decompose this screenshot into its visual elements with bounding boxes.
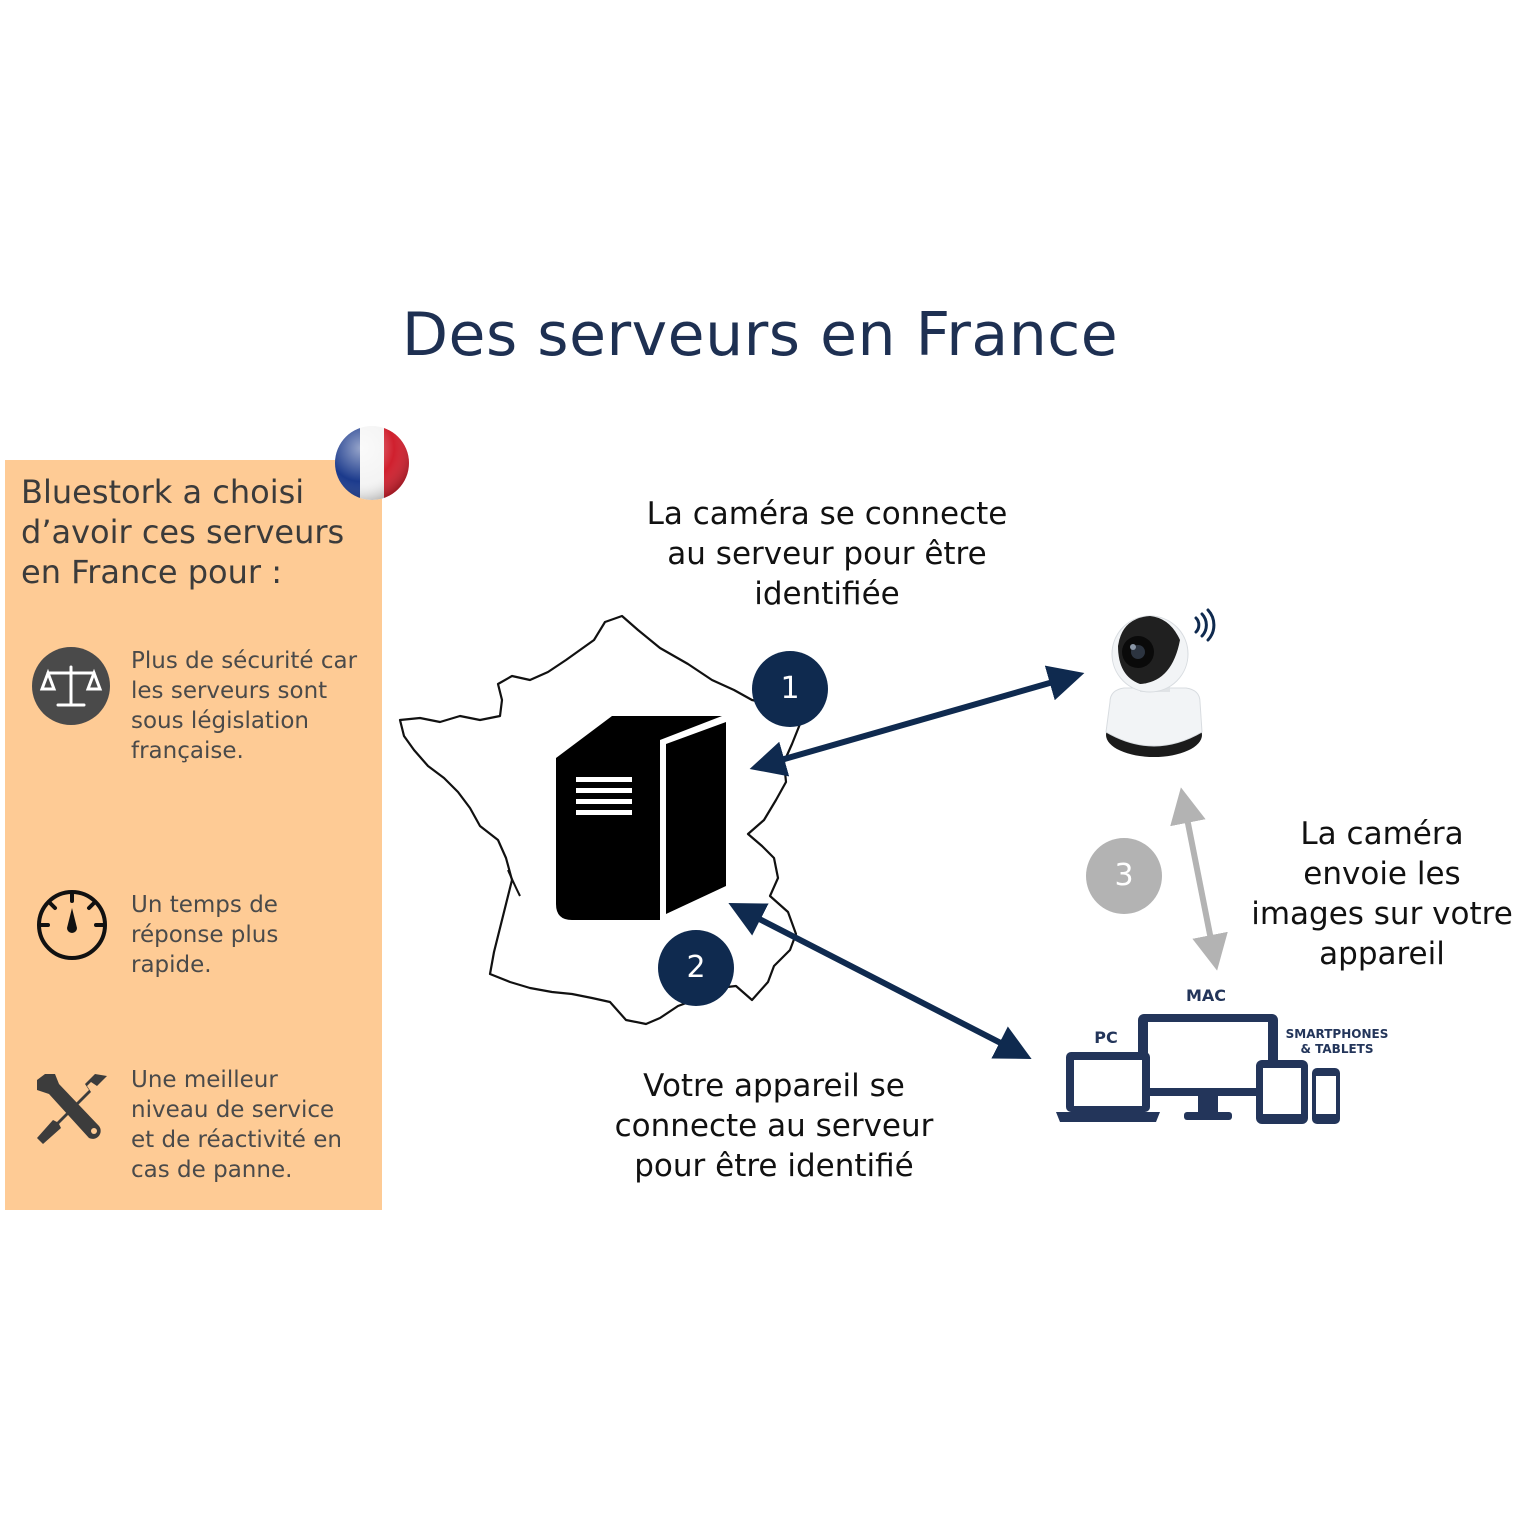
arrow-step3 [1170,787,1228,971]
server-icon [556,716,726,920]
pc-label: PC [1094,1028,1118,1047]
mac-label: MAC [1185,986,1227,1005]
step3-caption: La caméra envoie les images sur votre ap… [1251,816,1513,972]
item-speed-text: Un temps de réponse plus rapide. [131,892,279,978]
speedometer-icon [37,890,107,960]
scales-icon [32,647,110,725]
step2-caption: Votre appareil se connecte au serveur po… [614,1068,934,1184]
tools-icon [37,1074,107,1144]
arrow-step1 [749,665,1085,777]
devices-icon [1056,1014,1340,1124]
step1-badge: 1 [752,651,828,727]
panel-heading: Bluestork a choisi d’avoir ces serveurs … [21,473,345,591]
step2-badge: 2 [658,930,734,1006]
french-flag-icon [335,426,409,500]
step3-badge: 3 [1086,838,1162,914]
item-security-text: Plus de sécurité car les serveurs sont s… [131,648,358,764]
info-panel: Bluestork a choisi d’avoir ces serveurs … [5,460,382,1210]
page-title: Des serveurs en France [401,300,1119,370]
arrow-step2 [728,903,1032,1059]
step1-caption: La caméra se connecte au serveur pour êt… [646,496,1008,612]
mobile-label: SMARTPHONES & TABLETS [1285,1027,1389,1056]
item-service-text: Une meilleur niveau de service et de réa… [131,1067,342,1183]
camera-icon [1105,608,1216,757]
